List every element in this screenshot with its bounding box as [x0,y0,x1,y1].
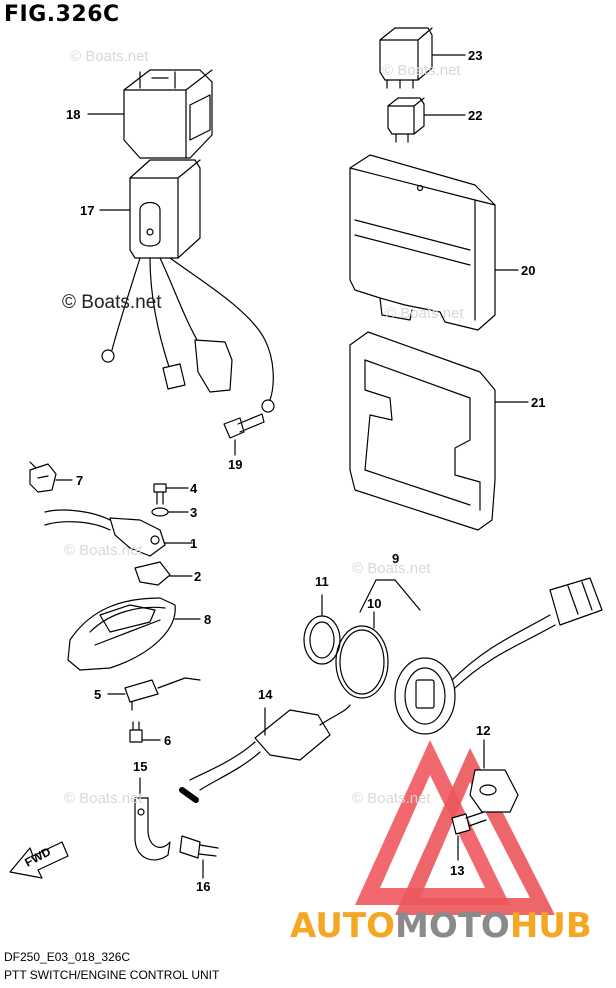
part-21-frame [349,331,496,531]
callout-22: 22 [468,108,483,123]
callout-4: 4 [190,481,198,496]
figure-title: FIG.326C [4,2,120,27]
callout-19: 19 [228,457,243,472]
callout-13: 13 [450,863,465,878]
callout-1: 1 [190,536,198,551]
part-15-clamp [134,797,171,861]
callout-18: 18 [66,107,81,122]
brand-logo-part3: HUB [509,906,592,946]
watermark-faint: © Boats.net [352,560,431,577]
part-10-oring [335,625,389,699]
callout-17: 17 [80,203,95,218]
callout-20: 20 [521,263,536,278]
part-13-screw [451,811,487,835]
callout-16: 16 [196,879,211,894]
part-9-ptt-switch [394,577,603,735]
callout-11: 11 [315,574,329,589]
part-1-sensor [44,509,166,557]
part-5-switch [124,677,201,711]
brand-logo-part2: MOTO [394,906,510,946]
part-4-screw [153,483,167,505]
part-3-washer [151,507,169,517]
callout-3: 3 [190,505,198,520]
leader-9b [359,579,377,613]
part-12-sensor [469,769,519,813]
callout-14: 14 [258,687,273,702]
watermark-main: © Boats.net [62,292,162,313]
callout-6: 6 [164,733,172,748]
callout-8: 8 [204,612,212,627]
watermark-faint: © Boats.net [64,542,143,559]
callout-23: 23 [468,48,483,63]
callout-10: 10 [367,596,382,611]
callout-15: 15 [133,759,148,774]
watermark-faint: © Boats.net [352,790,431,807]
part-18-cover [123,69,213,159]
part-22-relay [387,97,425,143]
part-20-ecu [349,154,496,331]
callout-7: 7 [76,473,84,488]
part-16-bolt [179,835,219,859]
part-7-clip [29,461,57,493]
brand-logo: AUTOMOTOHUB [290,906,592,946]
part-17-unit-harness [101,159,275,413]
part-8-housing [67,597,176,671]
watermark-faint: © Boats.net [70,48,149,65]
watermark-faint: © Boats.net [382,62,461,79]
part-19-bolt [223,413,265,439]
callout-9: 9 [392,551,400,566]
callout-5: 5 [94,687,102,702]
watermark-faint: © Boats.net [64,790,143,807]
figure-description: PTT SWITCH/ENGINE CONTROL UNIT [4,968,220,982]
part-6-screw [129,721,143,743]
brand-logo-part1: AUTO [290,906,395,946]
callout-2: 2 [194,569,202,584]
callout-12: 12 [476,723,491,738]
figure-code: DF250_E03_018_326C [4,950,131,964]
part-14-harness [179,704,351,803]
part-23-relay [379,27,433,89]
fwd-arrow [9,841,69,879]
watermark-faint: © Boats.net [385,305,464,322]
callout-21: 21 [531,395,546,410]
leader-9 [375,579,421,611]
part-2-bracket [134,561,171,586]
part-11-ring [303,615,341,665]
